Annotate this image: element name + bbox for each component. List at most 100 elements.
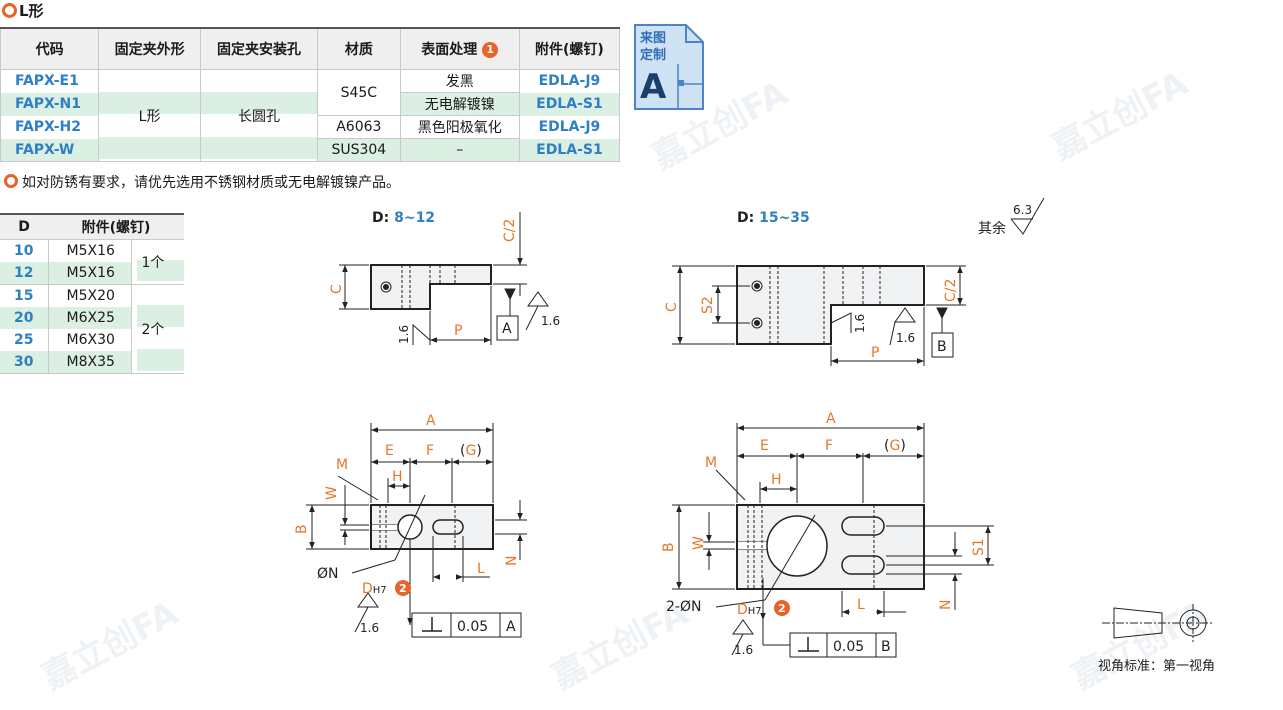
dim-p: P	[454, 323, 462, 339]
custom-line2: 定制	[639, 47, 666, 63]
hole-cell: 长圆孔	[199, 69, 319, 162]
note-badge-2	[395, 580, 411, 596]
dim-h-right: H	[771, 472, 782, 488]
dim-a: A	[426, 413, 436, 429]
section-title: L形	[19, 2, 44, 20]
dim-h: H	[392, 469, 403, 485]
tol-datum-right: B	[881, 639, 891, 655]
note-badge-2-right	[774, 600, 790, 616]
col-d: D	[0, 213, 48, 240]
treatment-badge: 1	[482, 42, 499, 58]
rough-4: 1.6	[896, 331, 915, 345]
dim-w: W	[324, 486, 340, 500]
dim-m-right: M	[705, 455, 717, 471]
table-row: FAPX-H2 A6063 黑色阳极氧化 EDLA-J9	[0, 115, 621, 139]
screw-cell: EDLA-J9	[518, 69, 621, 93]
dim-on: ØN	[317, 566, 339, 582]
rough-3: 1.6	[853, 314, 867, 333]
col-code: 代码	[0, 27, 100, 70]
dim-f-right: F	[825, 438, 833, 454]
custom-line1: 来图	[639, 30, 666, 46]
dim-n: N	[504, 556, 520, 566]
code-cell: FAPX-E1	[0, 69, 100, 93]
dim-f: F	[426, 443, 434, 459]
dim-g-right: (G)	[884, 438, 906, 454]
custom-order-badge[interactable]: 来图 定制 A	[634, 24, 704, 110]
dim-p-right: P	[871, 345, 879, 361]
datum-b: B	[937, 339, 947, 355]
tol-datum-left: A	[506, 619, 516, 635]
rust-note: 如对防锈有要求，请优先选用不锈钢材质或无电解镀镍产品。	[4, 172, 400, 192]
material-cell: S45C	[317, 69, 401, 116]
rough-6: 1.6	[734, 643, 753, 657]
dim-c-right: C	[664, 302, 680, 312]
svg-text:2: 2	[399, 582, 407, 595]
rest-label: 其余	[978, 220, 1006, 237]
dim-e-right: E	[760, 438, 769, 454]
col-d-screw: 附件(螺钉)	[48, 213, 184, 240]
treatment-cell: 发黑	[399, 69, 520, 93]
view-standard-label: 视角标准：第一视角	[1098, 659, 1215, 674]
dim-dh7-right: DH7	[737, 602, 762, 618]
spec-table: 代码 固定夹外形 固定夹安装孔 材质 表面处理 1 附件(螺钉) FAPX-E1…	[0, 27, 621, 162]
treatment-cell: –	[399, 138, 520, 162]
dim-l: L	[477, 561, 485, 577]
svg-text:2: 2	[778, 602, 786, 615]
shape-cell: L形	[98, 69, 201, 162]
screw-cell: EDLA-J9	[518, 115, 621, 139]
col-shape: 固定夹外形	[98, 27, 201, 70]
custom-letter: A	[640, 67, 667, 107]
treatment-cell: 无电解镀镍	[399, 92, 520, 116]
tol-right: 0.05	[833, 639, 864, 655]
dim-s1: S1	[971, 538, 987, 556]
col-hole: 固定夹安装孔	[199, 27, 319, 70]
dim-s2: S2	[700, 296, 716, 314]
col-screw: 附件(螺钉)	[518, 27, 621, 70]
table-row: FAPX-N1 无电解镀镍 EDLA-S1	[0, 92, 621, 116]
dim-b-right: B	[661, 542, 677, 552]
tol-left: 0.05	[457, 619, 488, 635]
screw-cell: EDLA-S1	[518, 138, 621, 162]
rough-1: 1.6	[397, 325, 411, 344]
left-view-title: D: 8~12	[372, 210, 435, 226]
code-cell: FAPX-W	[0, 138, 100, 162]
dim-c2-right: C/2	[943, 279, 959, 302]
note-dot-icon	[4, 174, 18, 188]
datum-a: A	[502, 321, 512, 337]
table-row: FAPX-E1 L形 长圆孔 S45C 发黑 EDLA-J9	[0, 69, 621, 162]
table-row: FAPX-W SUS304 – EDLA-S1	[0, 138, 621, 162]
dim-a-right: A	[826, 411, 836, 427]
col-treatment: 表面处理 1	[399, 27, 520, 70]
code-cell: FAPX-H2	[0, 115, 100, 139]
code-cell: FAPX-N1	[0, 92, 100, 116]
rest-value: 6.3	[1013, 203, 1032, 217]
material-cell: SUS304	[317, 138, 401, 162]
dim-w-right: W	[691, 536, 707, 550]
dim-b: B	[294, 524, 310, 534]
section-ring-icon	[2, 3, 17, 18]
dim-g: (G)	[460, 443, 482, 459]
screw-cell: EDLA-S1	[518, 92, 621, 116]
rough-2: 1.6	[541, 314, 560, 328]
rough-5: 1.6	[360, 621, 379, 635]
right-view-title: D: 15~35	[737, 210, 810, 226]
dim-l-right: L	[857, 597, 865, 613]
dim-dh7: DH7	[362, 581, 387, 597]
dim-n-right: N	[938, 600, 954, 610]
dim-c2: C/2	[502, 219, 518, 242]
dim-on2: 2-ØN	[666, 599, 701, 615]
dim-e: E	[385, 443, 394, 459]
dim-c: C	[329, 284, 345, 294]
col-material: 材质	[317, 27, 401, 70]
material-cell: A6063	[317, 115, 401, 139]
dim-m: M	[336, 457, 348, 473]
treatment-cell: 黑色阳极氧化	[399, 115, 520, 139]
